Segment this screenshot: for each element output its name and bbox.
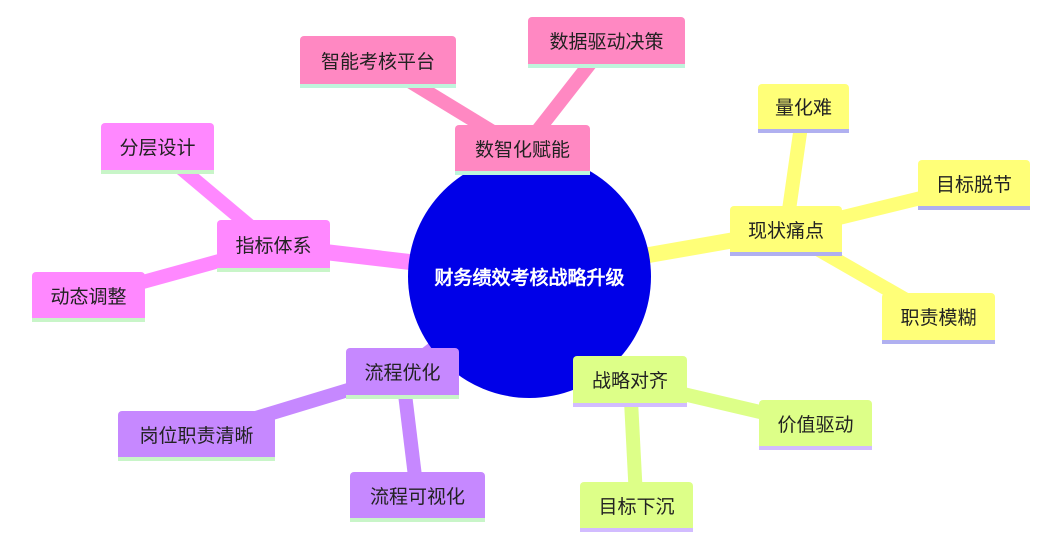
node-label: 职责模糊 <box>900 307 977 329</box>
node-label: 流程可视化 <box>369 485 465 508</box>
leaf-node[interactable]: 价值驱动 <box>759 400 872 450</box>
branch-node[interactable]: 数智化赋能 <box>455 125 590 175</box>
root-label: 财务绩效考核战略升级 <box>434 267 625 289</box>
node-label: 战略对齐 <box>591 370 668 392</box>
leaf-node[interactable]: 智能考核平台 <box>300 36 456 88</box>
node-label: 目标脱节 <box>935 173 1012 196</box>
node-label: 分层设计 <box>119 137 196 159</box>
leaf-node[interactable]: 职责模糊 <box>882 293 995 344</box>
node-label: 数据驱动决策 <box>549 31 664 53</box>
node-label: 智能考核平台 <box>320 50 435 73</box>
branch-node[interactable]: 战略对齐 <box>573 356 687 407</box>
node-label: 目标下沉 <box>598 495 675 518</box>
node-label: 量化难 <box>774 97 832 119</box>
branch-node[interactable]: 流程优化 <box>346 348 459 399</box>
node-label: 现状痛点 <box>747 219 824 242</box>
leaf-node[interactable]: 数据驱动决策 <box>528 17 685 68</box>
leaf-node[interactable]: 目标下沉 <box>580 482 693 532</box>
leaf-node[interactable]: 流程可视化 <box>350 472 485 522</box>
leaf-node[interactable]: 岗位职责清晰 <box>118 411 275 461</box>
node-label: 动态调整 <box>50 285 127 308</box>
node-label: 数智化赋能 <box>474 138 570 161</box>
node-label: 指标体系 <box>235 234 312 257</box>
leaf-node[interactable]: 目标脱节 <box>918 160 1030 210</box>
leaf-node[interactable]: 量化难 <box>758 84 849 133</box>
branch-node[interactable]: 现状痛点 <box>730 206 842 256</box>
node-label: 流程优化 <box>364 362 441 384</box>
leaf-node[interactable]: 分层设计 <box>101 123 214 174</box>
branch-node[interactable]: 指标体系 <box>217 220 330 272</box>
node-label: 价值驱动 <box>777 413 854 436</box>
leaf-node[interactable]: 动态调整 <box>32 272 145 322</box>
node-label: 岗位职责清晰 <box>139 424 254 447</box>
